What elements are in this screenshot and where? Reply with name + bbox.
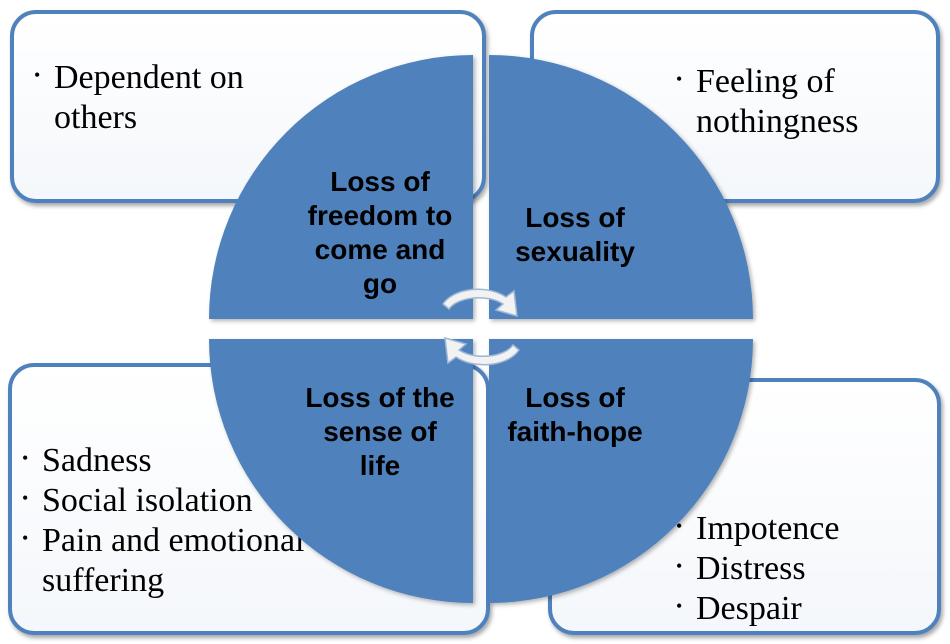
quadrant-bottom-left — [209, 339, 473, 603]
bullet-item: Feeling of nothingness — [676, 62, 916, 142]
quadrant-label-top-right: Loss of sexuality — [515, 202, 635, 267]
quadrant-top-left — [209, 55, 473, 319]
bullet-item: Distress — [676, 549, 916, 589]
items-top-left: Dependent on others — [34, 58, 334, 138]
circular-arrows-icon — [442, 288, 520, 366]
items-bottom-left: Sadness Social isolation Pain and emotio… — [22, 441, 382, 601]
quadrant-bottom-right — [489, 339, 753, 603]
bullet-item: Impotence — [676, 509, 916, 549]
items-top-right: Feeling of nothingness — [676, 62, 916, 142]
bullet-item: Sadness — [22, 441, 382, 481]
bullet-item: Despair — [676, 589, 916, 629]
quadrant-top-right — [489, 55, 753, 319]
bullet-item: Pain and emotional suffering — [22, 521, 382, 601]
bullet-item: Dependent on others — [34, 58, 334, 138]
items-bottom-right: Impotence Distress Despair — [676, 509, 916, 629]
bullet-item: Social isolation — [22, 481, 382, 521]
quadrant-label-bottom-right: Loss of faith-hope — [507, 382, 643, 447]
quadrant-label-bottom-left: Loss of the sense of life — [305, 382, 455, 481]
quadrant-label-top-left: Loss of freedom to come and go — [307, 166, 453, 299]
